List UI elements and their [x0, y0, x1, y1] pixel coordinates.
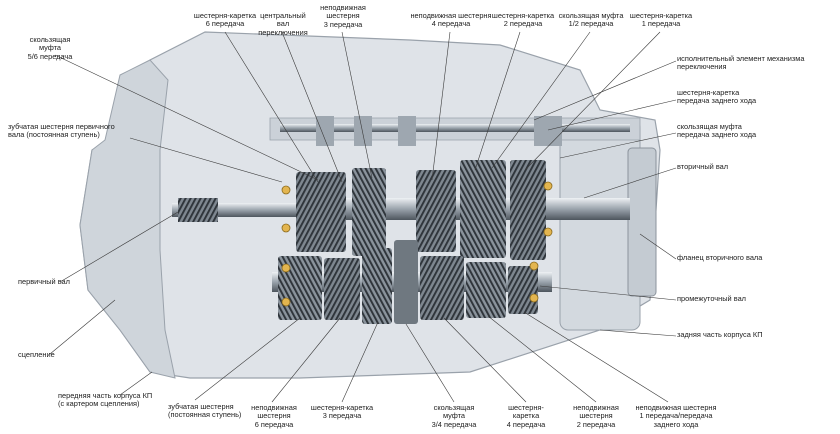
- leader-line: [271, 317, 341, 403]
- leader-line: [523, 311, 669, 403]
- label-carrier-2: шестерня-каретка 2 передача: [491, 11, 555, 29]
- label-output-flange: фланец вторичного вала: [677, 253, 763, 262]
- shift-fork-4: [534, 116, 562, 146]
- gear-1-carrier-shape: [510, 160, 546, 260]
- label-sliding-sleeve-12: скользящая муфта 1/2 передача: [558, 11, 624, 29]
- label-reverse-sleeve: скользящая муфта передача заднего хода: [677, 122, 757, 140]
- leader-lines: [49, 31, 677, 403]
- leader-line: [443, 317, 527, 403]
- bearings: [281, 181, 553, 307]
- leader-line: [341, 321, 379, 403]
- bearing-8: [529, 293, 539, 303]
- shift-rail: [280, 124, 630, 132]
- label-gear-constant: зубчатая шестерня (постоянная ступень): [168, 402, 242, 420]
- leader-line: [491, 31, 591, 169]
- shift-fork-2: [354, 116, 372, 146]
- label-sliding-sleeve-34: скользящая муфта 3/4 передача: [431, 403, 477, 429]
- label-sliding-sleeve-56: скользящая муфта 5/6 передача: [27, 35, 73, 61]
- bearing-5: [543, 181, 553, 191]
- leader-line: [599, 329, 677, 337]
- leader-line: [539, 285, 677, 301]
- bearing-2: [281, 223, 291, 233]
- gear-4-fixed-shape: [416, 170, 456, 252]
- gear-4-lower-shape: [420, 256, 464, 320]
- leader-line: [49, 299, 116, 355]
- leader-line: [224, 31, 319, 183]
- label-input-gear-constant: зубчатая шестерня первичного вала (посто…: [8, 122, 115, 140]
- leader-line: [59, 211, 179, 283]
- leader-line: [405, 323, 455, 403]
- gear-3-fixed-shape: [352, 168, 386, 256]
- leader-line: [194, 317, 301, 401]
- leader-line: [547, 99, 677, 131]
- leader-line: [583, 167, 677, 199]
- gear-3-lower-shape: [362, 248, 392, 324]
- gear-2-carrier-shape: [460, 160, 506, 258]
- label-carrier-3: шестерня-каретка 3 передача: [310, 403, 374, 421]
- label-central-shaft: центральный вал переключения: [258, 11, 308, 37]
- upper-gear-set: [296, 160, 546, 260]
- bearing-6: [543, 227, 553, 237]
- gear-1r-lower-shape: [508, 266, 538, 314]
- label-reverse-carrier: шестерня-каретка передача заднего хода: [677, 88, 757, 106]
- leader-line: [487, 315, 597, 403]
- leader-line: [474, 31, 521, 171]
- leader-line: [431, 31, 451, 181]
- leader-line: [524, 31, 661, 171]
- leader-line: [639, 233, 677, 260]
- bearing-4: [281, 297, 291, 307]
- label-carrier-1: шестерня-каретка 1 передача: [629, 11, 693, 29]
- label-front-housing: передняя часть корпуса КП (с картером сц…: [58, 391, 153, 409]
- label-fixed-gear-3: неподвижная шестерня 3 передача: [320, 3, 366, 29]
- leader-line: [129, 137, 283, 183]
- leader-line: [559, 132, 677, 159]
- label-carrier-4: шестерня- каретка 4 передача: [506, 403, 546, 429]
- input-spline: [178, 198, 218, 222]
- bearing-1: [281, 185, 291, 195]
- leader-line: [119, 371, 153, 396]
- shift-fork-1: [316, 116, 334, 146]
- label-fixed-gear-6: неподвижная шестерня 6 передача: [251, 403, 297, 429]
- label-countershaft: промежуточный вал: [677, 294, 746, 303]
- label-shift-actuator: исполнительный элемент механизма переклю…: [677, 54, 805, 72]
- label-carrier-6: шестерня-каретка 6 передача: [193, 11, 257, 29]
- label-clutch: сцепление: [18, 350, 55, 359]
- leader-line: [281, 31, 343, 183]
- gear-6-lower-shape: [324, 258, 360, 320]
- bearing-3: [281, 263, 291, 273]
- shift-fork-3: [398, 116, 416, 146]
- leader-line: [341, 31, 373, 179]
- label-output-shaft: вторичный вал: [677, 162, 729, 171]
- label-fixed-gear-1r: неподвижная шестерня 1 передача/передача…: [635, 403, 717, 429]
- gear-6-carrier-shape: [296, 172, 346, 252]
- output-flange-shape: [627, 147, 657, 297]
- label-fixed-gear-2: неподвижная шестерня 2 передача: [573, 403, 619, 429]
- gear-2-lower-shape: [466, 262, 506, 318]
- label-input-shaft: первичный вал: [18, 277, 70, 286]
- leader-line: [533, 60, 677, 121]
- lower-gear-set: [278, 240, 538, 324]
- bell-housing-shape: [79, 59, 176, 379]
- sleeve-34-shape: [394, 240, 418, 324]
- label-rear-housing: задняя часть корпуса КП: [677, 330, 763, 339]
- leader-line: [54, 54, 319, 181]
- bearing-7: [529, 261, 539, 271]
- label-fixed-gear-4: неподвижная шестерня 4 передача: [410, 11, 492, 29]
